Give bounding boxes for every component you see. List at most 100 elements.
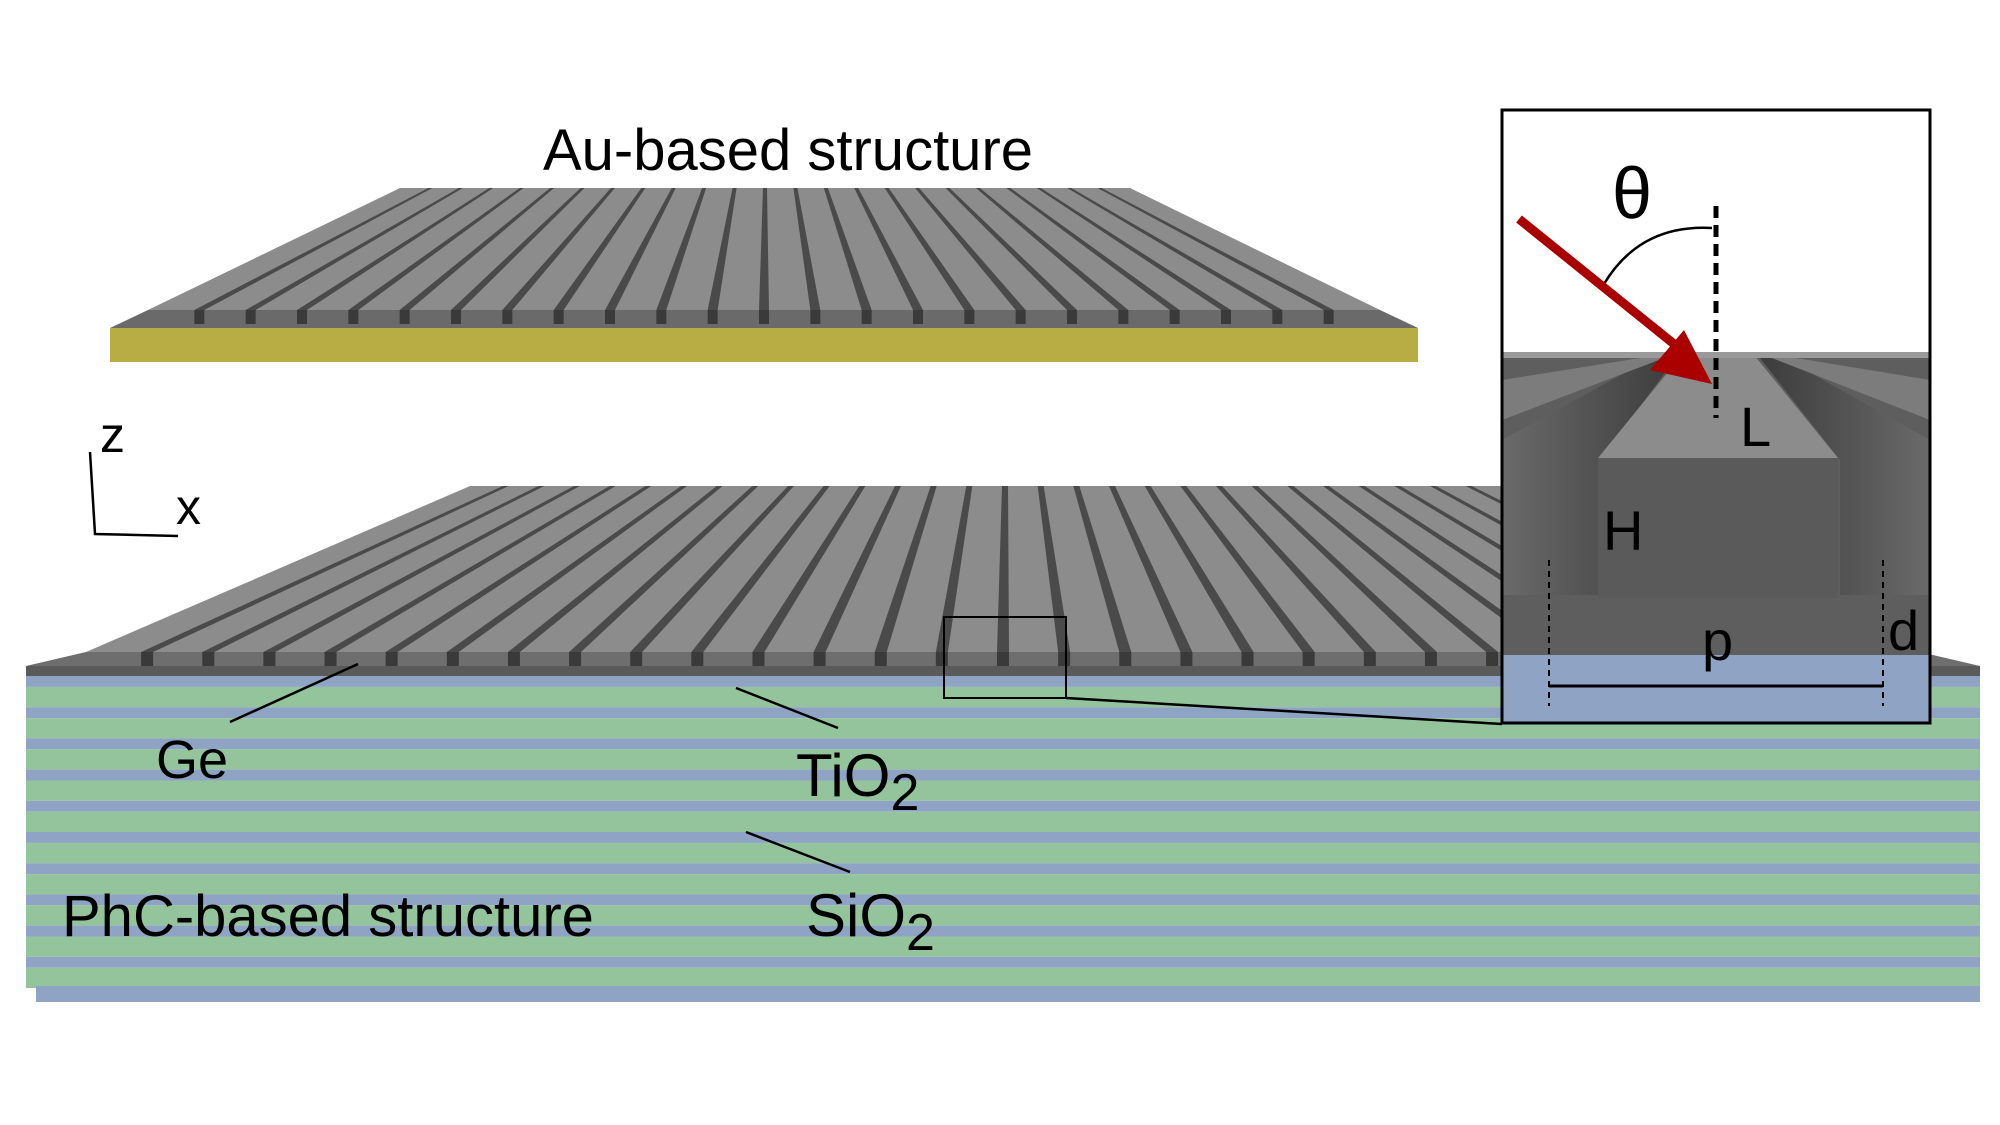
au-groove-front [964,310,975,324]
tio2-layer [26,832,1980,843]
tio2-layer [26,894,1980,906]
phc-multilayer [26,676,1980,1002]
phc-groove-front [1180,652,1193,666]
au-groove [884,188,975,310]
au-groove [1067,188,1283,310]
phc-groove [691,486,830,652]
inset-right-groove [1760,358,1930,595]
zoom-connector [1065,696,1503,726]
phc-groove-front [1119,652,1132,666]
au-groove-front [245,310,256,324]
au-groove-front [451,310,461,324]
phc-structure-label: PhC-based structure [62,884,594,949]
phc-groove-front [569,652,582,666]
phc-groove [1180,486,1315,652]
phc-groove-front [385,652,398,666]
tio2-label: TiO2 [796,742,919,822]
phc-groove [997,486,1009,652]
tio2-layer [26,925,1980,937]
sio2-layer [26,905,1980,926]
phc-groove [813,486,901,652]
inset-left-groove [1502,358,1676,595]
tio2-leader [735,686,839,730]
l-label: L [1740,395,1771,458]
tio2-layer [36,986,1980,1002]
au-groove-front [707,310,718,324]
inset-ge-front [1502,598,1930,655]
au-groove [297,188,494,310]
inset-right-ridge [1772,358,1930,420]
au-groove [1036,188,1231,310]
incident-arrow-head [1650,330,1712,384]
au-groove-front [348,310,359,324]
sio2-layer [26,874,1980,895]
zoom-box [943,616,1067,699]
phc-groove-front [630,652,643,666]
phc-groove [202,486,545,652]
inset-substrate [1502,655,1930,723]
phc-groove-front [1241,652,1254,666]
sio2-layer [26,811,1980,832]
inset-center-ridge-front [1598,458,1838,598]
au-groove-front [1118,310,1129,324]
phc-groove-front [263,652,276,666]
phc-groove-front [1424,652,1437,666]
phc-groove [630,486,794,652]
phc-groove [1323,486,1560,652]
phc-ge-slab-front [26,666,1980,676]
axes-lines [88,451,179,538]
d-label: d [1888,599,1919,662]
phc-groove-front [446,652,459,666]
phc-groove-front [813,652,826,666]
au-groove [194,188,433,310]
phc-groove [385,486,652,652]
phc-groove [263,486,580,652]
ge-leader [229,662,359,724]
tio2-layer [26,769,1980,781]
tio2-layer [26,956,1980,968]
phc-groove-front [1058,652,1071,666]
phc-groove [1251,486,1437,652]
au-groove [915,188,1026,310]
theta-label: θ [1612,154,1652,234]
phc-groove [141,486,509,652]
phc-groove-front [997,652,1009,666]
phc-groove [935,486,973,652]
au-groove [854,188,923,310]
au-groove-front [553,310,564,324]
axes-indicator: z x [88,407,201,538]
z-axis-label: z [100,407,125,463]
au-groove-front [810,310,821,324]
au-groove [793,188,821,310]
au-groove-front [913,310,923,324]
au-groove [1006,188,1180,310]
au-groove [553,188,646,310]
au-groove [707,188,737,310]
phc-groove-front [752,652,765,666]
au-groove [975,188,1129,310]
au-groove-front [1221,310,1231,324]
inset-left-ridge [1502,358,1664,420]
sio2-layer [26,967,1980,988]
au-groove [605,188,676,310]
phc-groove-front [1363,652,1376,666]
au-grating-grooves [194,188,1334,324]
phc-groove-front [141,652,154,666]
incident-arrow-shaft [1516,215,1677,348]
phc-groove [446,486,687,652]
au-groove [451,188,585,310]
phc-groove-front [507,652,520,666]
au-groove-front [1169,310,1180,324]
phc-groove [569,486,759,652]
phc-groove [1287,486,1499,652]
ge-label: Ge [156,730,228,790]
sio2-layer [26,936,1980,957]
au-groove-front [1272,310,1283,324]
sio2-layer [26,749,1980,770]
phc-groove [507,486,723,652]
au-groove-front [1067,310,1077,324]
phc-groove [1216,486,1376,652]
au-groove [656,188,707,310]
inset-panel: θ L H d p [1500,108,1932,725]
